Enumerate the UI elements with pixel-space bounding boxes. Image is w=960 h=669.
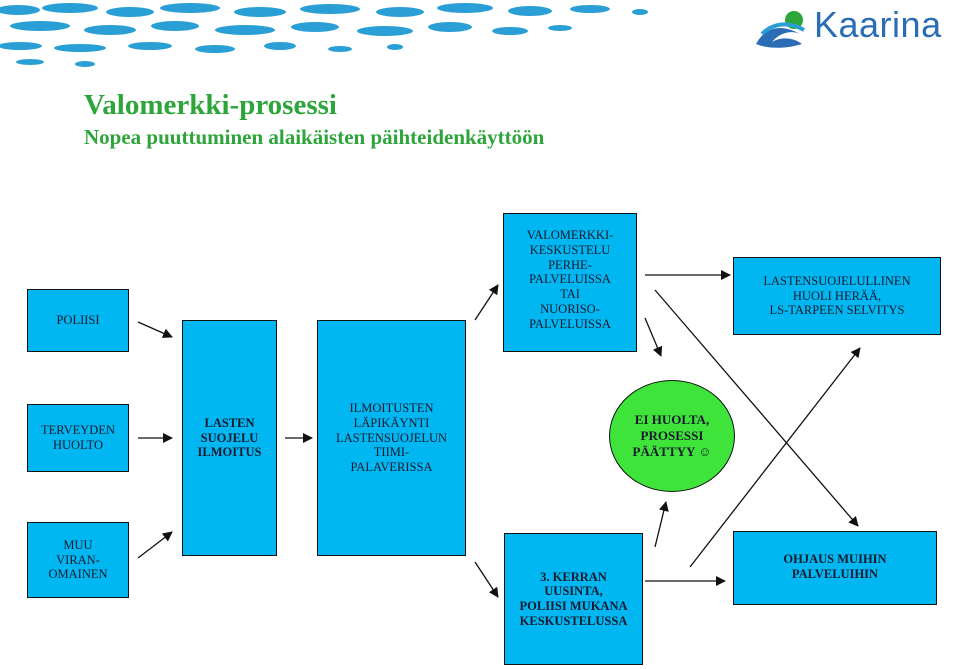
node-valomerkkikeskustelu: VALOMERKKI- KESKUSTELU PERHE- PALVELUISS…	[503, 213, 637, 352]
node-ei-huolta: EI HUOLTA, PROSESSI PÄÄTTYY ☺	[609, 380, 735, 492]
node-ls-huoli: LASTENSUOJELULLINEN HUOLI HERÄÄ, LS-TARP…	[733, 257, 941, 335]
node-ohjaus-label: OHJAUS MUIHIN PALVELUIHIN	[783, 552, 887, 581]
node-kolmas-kerta: 3. KERRAN UUSINTA, POLIISI MUKANA KESKUS…	[504, 533, 643, 665]
arrow-poliisi-to-ilmoitus	[137, 321, 173, 338]
logo-text: Kaarina	[814, 4, 942, 45]
node-lastensuojeluilmoitus: LASTEN SUOJELU ILMOITUS	[182, 320, 277, 556]
node-muu-viranomainen: MUU VIRAN- OMAINEN	[27, 522, 129, 598]
node-terveydenhuolto-label: TERVEYDEN HUOLTO	[41, 423, 115, 452]
page-subtitle: Nopea puuttuminen alaikäisten päihteiden…	[84, 125, 545, 149]
node-tiimipalaveri: ILMOITUSTEN LÄPIKÄYNTI LASTENSUOJELUN TI…	[317, 320, 466, 556]
arrow-kolmas-to-ei-huolta	[654, 501, 669, 548]
node-valomerkkikeskustelu-label: VALOMERKKI- KESKUSTELU PERHE- PALVELUISS…	[526, 228, 614, 331]
node-poliisi: POLIISI	[27, 289, 129, 352]
node-terveydenhuolto: TERVEYDEN HUOLTO	[27, 404, 129, 472]
arrow-tiimi-to-kolmas	[474, 561, 499, 598]
arrow-muu-to-ilmoitus	[137, 531, 173, 559]
node-ls-huoli-label: LASTENSUOJELULLINEN HUOLI HERÄÄ, LS-TARP…	[763, 273, 911, 318]
kaarina-logo-icon	[756, 11, 805, 48]
node-lastensuojeluilmoitus-label: LASTEN SUOJELU ILMOITUS	[197, 415, 262, 460]
node-tiimipalaveri-label: ILMOITUSTEN LÄPIKÄYNTI LASTENSUOJELUN TI…	[335, 401, 448, 475]
node-poliisi-label: POLIISI	[56, 313, 100, 328]
node-muu-viranomainen-label: MUU VIRAN- OMAINEN	[48, 537, 108, 582]
node-kolmas-kerta-label: 3. KERRAN UUSINTA, POLIISI MUKANA KESKUS…	[519, 569, 628, 628]
page-title: Valomerkki-prosessi	[84, 89, 337, 121]
node-ei-huolta-label: EI HUOLTA, PROSESSI PÄÄTTYY ☺	[632, 411, 712, 460]
header-wave-decoration	[0, 3, 648, 67]
arrow-tiimi-to-valomerkki	[474, 284, 499, 321]
node-ohjaus: OHJAUS MUIHIN PALVELUIHIN	[733, 531, 937, 605]
arrow-valomerkki-to-ei-huolta	[644, 317, 663, 357]
